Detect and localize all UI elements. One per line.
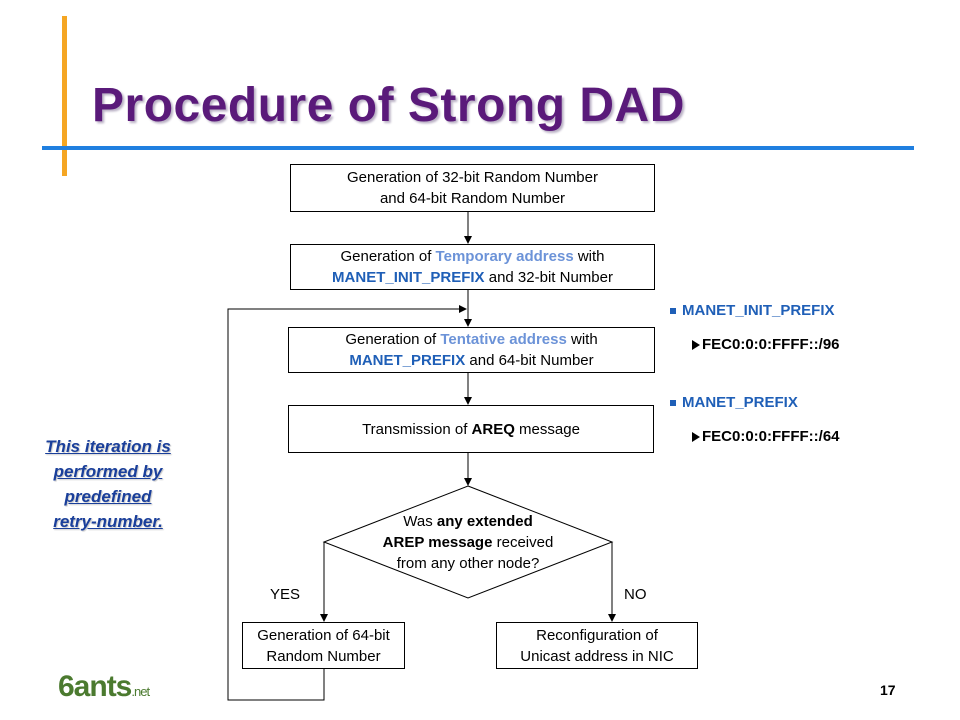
note-line3: predefined [64,487,152,506]
step3-post: with [566,331,598,348]
bullet-square-icon [670,400,676,407]
step2-post2: and 32-bit Number [484,269,613,286]
accent-bar [62,16,67,176]
step3-tentative-address: Tentative address [440,331,567,348]
prefix-item-init: MANET_INIT_PREFIX [670,302,835,319]
logo-suffix: .net [131,684,150,699]
step2-temporary-address: Temporary address [435,248,574,265]
decision-pre: Was [403,513,437,530]
step2-post: with [573,248,605,265]
decision-diamond [322,485,614,599]
step2-pre: Generation of [340,248,436,265]
step3-post2: and 64-bit Number [465,352,594,369]
prefix-item-manet-value: FEC0:0:0:FFFF::/64 [692,428,840,445]
prefix-item-manet: MANET_PREFIX [670,394,798,411]
prefix-manet-value: FEC0:0:0:FFFF::/64 [702,428,840,445]
step2-prefix: MANET_INIT_PREFIX [332,269,485,286]
yes-box-line2: Random Number [266,647,381,665]
step4-pre: Transmission of [362,420,472,438]
step-random-number-box: Generation of 32-bit Random Number and 6… [290,164,655,212]
title-underline [42,146,914,150]
logo-main: 6ants [58,670,132,703]
decision-post: received [492,534,554,551]
yes-generation-box: Generation of 64-bit Random Number [242,622,405,669]
no-label: NO [624,586,647,603]
note-line1: This iteration is [45,437,171,456]
note-line4: retry-number. [53,512,163,531]
step4-post: message [514,420,580,438]
step3-pre: Generation of [345,331,441,348]
bullet-square-icon [670,308,676,315]
step-transmission-box: Transmission of AREQ message [288,405,654,453]
decision-line3: from any other node? [396,555,540,572]
arrow-bullet-icon [692,432,700,443]
prefix-init-value: FEC0:0:0:FFFF::/96 [702,336,840,353]
step1-line1: Generation of 32-bit Random Number [347,169,598,186]
step1-line2: and 64-bit Random Number [379,190,566,207]
iteration-note: This iteration is performed by predefine… [18,434,198,534]
prefix-item-init-value: FEC0:0:0:FFFF::/96 [692,336,840,353]
retry-loop-line [227,305,467,701]
step3-prefix: MANET_PREFIX [349,352,466,369]
prefix-manet-name: MANET_PREFIX [682,394,798,411]
step4-areq: AREQ [471,420,515,438]
step-temporary-address-box: Generation of Temporary address with MAN… [290,244,655,290]
note-line2: performed by [53,462,163,481]
decision-text: Was any extended AREP message received f… [348,511,588,574]
prefix-init-name: MANET_INIT_PREFIX [682,302,835,319]
no-box-line2: Unicast address in NIC [520,647,674,665]
logo: 6ants.net [58,670,150,704]
slide-title: Procedure of Strong DAD [92,79,685,132]
yes-box-line1: Generation of 64-bit [257,626,390,644]
no-reconfiguration-box: Reconfiguration of Unicast address in NI… [496,622,698,669]
decision-bold1: any extended [436,513,533,530]
page-number: 17 [880,682,896,698]
decision-bold2: AREP message [382,534,493,551]
yes-label: YES [270,586,301,603]
no-box-line1: Reconfiguration of [536,626,658,644]
arrow-bullet-icon [692,340,700,351]
step-tentative-address-box: Generation of Tentative address with MAN… [288,327,655,373]
